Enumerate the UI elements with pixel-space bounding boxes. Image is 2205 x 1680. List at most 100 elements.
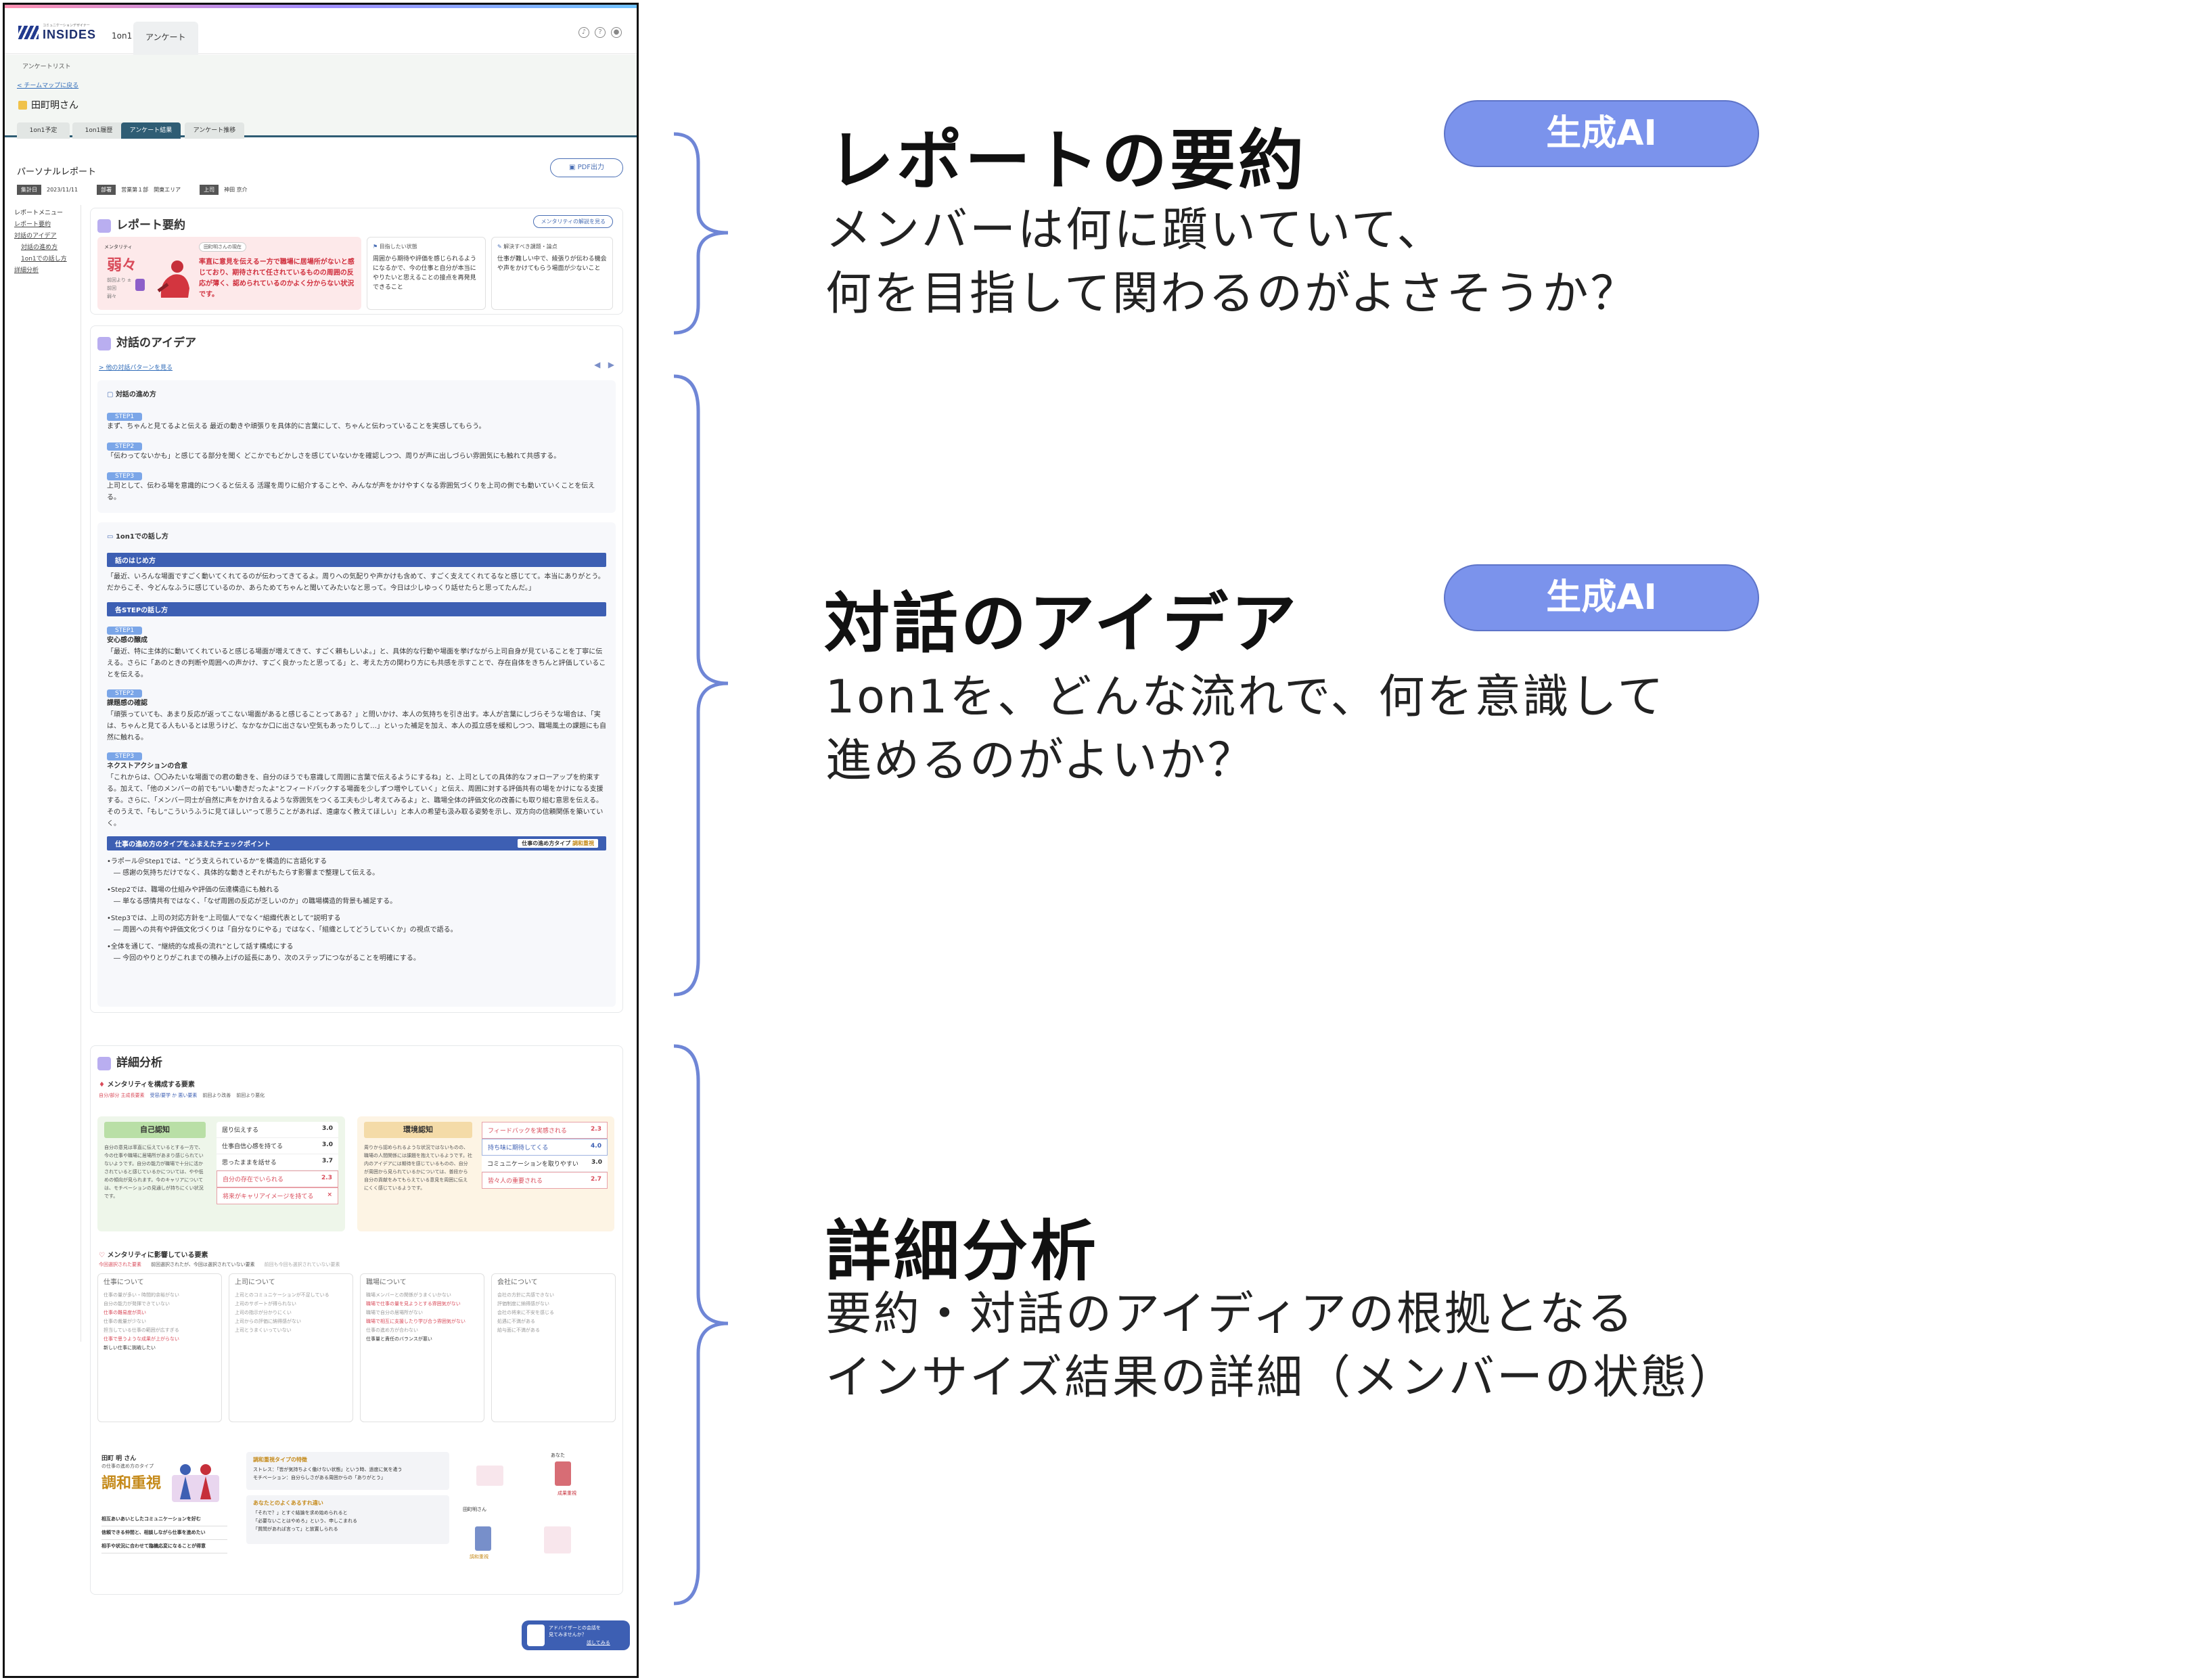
summary-card: レポート要約 メンタリティの解説を見る メンタリティ 弱々 前回より ±前回弱々… <box>90 208 623 315</box>
drop-icon: ♦ <box>99 1081 108 1089</box>
summary-main-box: メンタリティ 弱々 前回より ±前回弱々 田町明さんの現在 率直に意見を伝えるー… <box>97 237 361 310</box>
member-subheader: アンケートリスト < チームマップに戻る 田町明さん 1on1予定 1on1履歴… <box>5 55 637 139</box>
score-value: 3.0 <box>322 1141 333 1148</box>
score-label: フィードバックを実感される <box>488 1128 567 1135</box>
mentality-sub-text: 前回 <box>107 286 116 291</box>
tab-survey-trend[interactable]: アンケート推移 <box>185 122 244 139</box>
factor-item: 職場で相互に支援したり学び合う雰囲気がない <box>366 1319 465 1324</box>
brace-dialog <box>673 374 729 997</box>
back-link[interactable]: < チームマップに戻る <box>17 83 79 89</box>
help-icon[interactable]: ? <box>595 27 606 38</box>
member-title: 田町明さん <box>18 98 78 112</box>
sidebar-item-flow[interactable]: 対話の進め方 <box>21 244 58 251</box>
chat-banner-button[interactable]: 話してみる <box>587 1640 610 1645</box>
annotation-line: 要約・対話のアイディアの根拠となる <box>825 1288 1635 1341</box>
mentality-label: メンタリティ <box>104 244 133 250</box>
score-row: 将来がキャリアイメージを持てる× <box>217 1187 338 1204</box>
tab-survey-result[interactable]: アンケート結果 <box>121 122 181 139</box>
steps-bar: 各STEPの話し方 <box>107 602 606 616</box>
nav-tab-survey[interactable]: アンケート <box>133 22 198 57</box>
work-type-label: 仕事の進め方タイプ <box>522 840 571 846</box>
sidebar-item-dialog[interactable]: 対話のアイデア <box>14 233 57 240</box>
factor-item: 仕事で思うような成果が上がらない <box>104 1336 179 1342</box>
flag-icon: ⚑ <box>373 244 380 250</box>
sidebar-item-detail[interactable]: 詳細分析 <box>14 267 39 274</box>
type-point: 相手や状況に合わせて臨機応変になることが得意 <box>101 1540 227 1553</box>
phrases-title: あなたとのよくあるすれ違い <box>253 1500 323 1506</box>
factor-item: 仕事の量が多い・時間的余裕がない <box>104 1292 179 1298</box>
elements-legend: 自分/部分 主成長要素 受容/要学 か 悪い要素 前回より改善 前回より悪化 <box>99 1092 265 1099</box>
meta-label: 上司 <box>200 185 219 195</box>
factors-legend: 今回選択された要素 前回選択されたが、今回は選択されていない要素 前回も今回も選… <box>99 1261 340 1268</box>
nav-tab-1on1[interactable]: 1on1 <box>112 31 133 41</box>
tab-1on1-history[interactable]: 1on1履歴 <box>72 122 125 139</box>
talk-step: STEP1 安心感の醸成 「最近、特に主体的に動いてくれていると感じる場面が増え… <box>107 622 606 681</box>
checkpoint-head: •全体を通じて、“継続的な成長の流れ”として話す構成にする <box>107 943 294 951</box>
logo-text: INSIDES <box>43 28 97 41</box>
step-text: 「伝わってないかも」と感じてる部分を聞く どこかでもどかしさを感じていないかを確… <box>107 453 561 460</box>
annotation-summary-desc: メンバーは何に躓いていて、 何を目指して関わるのがよさそうか？ <box>825 199 1639 326</box>
issue-text: 仕事が難しい中で、綾張りが伝わる機会や声をかけてもらう場面が少ないこと <box>497 256 607 272</box>
mentality-sub: 前回より ±前回弱々 <box>107 276 134 300</box>
annotation-dialog-desc: 1on1を、どんな流れで、何を意識して 進めるのがよいか？ <box>825 666 1665 793</box>
opening-bar: 話のはじめ方 <box>107 553 606 567</box>
factor-item: 評価制度に納得感がない <box>497 1301 549 1307</box>
bell-icon[interactable]: ♪ <box>578 27 589 38</box>
map-label-you: あなた <box>551 1453 565 1458</box>
report-title: パーソナルレポート <box>17 167 97 177</box>
mentality-guide-button[interactable]: メンタリティの解説を見る <box>533 215 613 228</box>
breadcrumb[interactable]: アンケートリスト <box>22 64 71 70</box>
other-patterns-link[interactable]: > 他の対話パターンを見る <box>99 365 173 371</box>
app-header: コミュニケーションデザイナー INSIDES 1on1 アンケート ♪ ? ● <box>5 8 637 57</box>
report-sidebar: レポートメニュー レポート要約 対話のアイデア 対話の進め方 1on1での話し方… <box>5 208 81 302</box>
summary-title: レポート要約 <box>116 219 185 232</box>
mentality-sub-text: 弱々 <box>107 294 116 299</box>
step-badge: STEP2 <box>107 689 143 698</box>
phrase-item: 「必要ないことはやめろ」という、申しこまれる <box>253 1518 357 1524</box>
dialog-card: 対話のアイデア > 他の対話パターンを見る ◀ ▶ ▢ 対話の進め方 STEP1… <box>90 325 623 1013</box>
self-title: 自己認知 <box>104 1122 206 1138</box>
crouching-person-illustration <box>154 257 194 302</box>
flow-title: ▢ 対話の進め方 <box>107 388 606 399</box>
report-icon <box>97 219 111 233</box>
score-label: 居り伝えする <box>222 1127 259 1134</box>
next-arrow-icon[interactable]: ▶ <box>608 360 614 369</box>
type-features-box: 調和重視タイプの特徴 ストレス：「皆が気持ちよく働けない状態」という時、過度に気… <box>246 1452 449 1490</box>
factor-item: 会社の将来に不安を感じる <box>497 1310 554 1315</box>
factor-item: 仕事の進め方が合わない <box>366 1327 418 1333</box>
talk-step-text: 「これからは、〇〇みたいな場面での君の動きを、自分のほうでも意識して周囲に言葉で… <box>107 774 604 827</box>
app-logo[interactable]: コミュニケーションデザイナー INSIDES <box>18 23 96 42</box>
member-figure-icon <box>475 1526 491 1551</box>
prev-arrow-icon[interactable]: ◀ <box>594 360 601 369</box>
mentality-figure-icon <box>135 279 145 291</box>
self-text: 自分の意見は率直に伝えているとする一方で、今の仕事や職場に居場所があまり感じられ… <box>104 1145 204 1199</box>
factor-item: 仕事の裁量が少ない <box>104 1319 146 1324</box>
factor-col-company: 会社について 会社の方針に共感できない 評価制度に納得感がない 会社の将来に不安… <box>491 1273 616 1422</box>
dialog-title: 対話のアイデア <box>116 336 197 350</box>
sidebar-item-talk[interactable]: 1on1での話し方 <box>21 256 67 263</box>
analysis-icon <box>97 1056 111 1070</box>
user-icon[interactable]: ● <box>611 27 622 38</box>
score-value: 2.3 <box>321 1175 332 1181</box>
sidebar-item-summary[interactable]: レポート要約 <box>14 221 51 228</box>
factor-item: 会社の方針に共感できない <box>497 1292 554 1298</box>
tab-1on1-plan[interactable]: 1on1予定 <box>17 122 70 139</box>
meta-value: 2023/11/11 <box>47 187 78 193</box>
app-screenshot: コミュニケーションデザイナー INSIDES 1on1 アンケート ♪ ? ● … <box>3 3 639 1678</box>
type-map: あなた 田町明さん 調和重視 成果重視 <box>463 1452 612 1574</box>
goal-box: ⚑ 目指したい状態 周囲から期待や評価を感じられるようになるかで、今の仕事と自分… <box>367 237 486 310</box>
annotation-line: 1on1を、どんな流れで、何を意識して <box>825 671 1666 724</box>
type-name-label: 田町 明 さん <box>101 1455 137 1462</box>
checkpoint-head: •ラポール＠Step1では、“どう支えられているか”を構造的に言語化する <box>107 858 327 865</box>
legend-item: 今回選択された要素 <box>99 1262 141 1267</box>
summary-main-text: 率直に意見を伝えるー方で職場に居場所がないと感じており、期待されて任されているも… <box>199 258 355 298</box>
annotation-line: インサイズ結果の詳細（メンバーの状態） <box>825 1351 1737 1405</box>
talk-step-head: ネクストアクションの合意 <box>107 763 188 770</box>
annotation-line: 何を目指して関わるのがよさそうか？ <box>825 267 1639 321</box>
factor-col-work: 仕事について 仕事の量が多い・時間的余裕がない 自分の能力が発揮できていない 仕… <box>97 1273 222 1422</box>
advisor-chat-banner[interactable]: アドバイザーとの会話を見てみませんか？ 話してみる <box>522 1620 630 1650</box>
pdf-export-button[interactable]: ▣ PDF出力 <box>550 158 623 177</box>
env-title: 環境認知 <box>364 1122 472 1138</box>
